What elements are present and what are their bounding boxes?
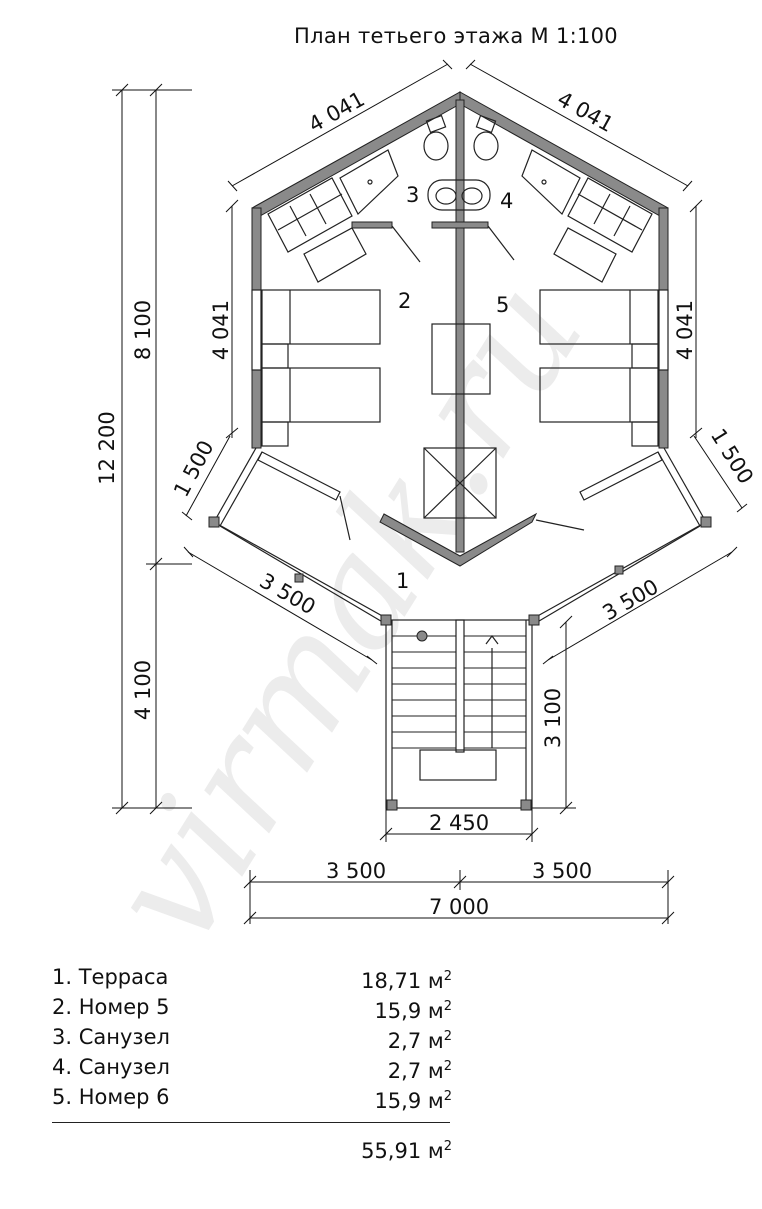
dim-terrace-right: 3 500 (598, 575, 662, 626)
legend-row: 3. Санузел 2,7 м2 (52, 1022, 452, 1053)
dim-upper-height: 8 100 (131, 300, 155, 360)
shower-drain-right (541, 179, 547, 185)
toilet-right (473, 131, 499, 161)
legend-row: 1. Терраса 18,71 м2 (52, 962, 452, 993)
room-label-4: 4 (500, 189, 513, 213)
railing-left-chamfer (213, 447, 257, 523)
plan-title: План тетьего этажа М 1:100 (294, 24, 618, 48)
terrace-door-left (257, 451, 341, 501)
door-room-2 (391, 225, 421, 263)
sink (427, 179, 491, 211)
dim-total-width: 7 000 (429, 895, 489, 919)
shower-left (339, 149, 399, 215)
dim-lower-height: 4 100 (131, 660, 155, 720)
dim-stair-depth: 3 100 (541, 688, 565, 748)
legend-row: 2. Номер 5 15,9 м2 (52, 992, 452, 1023)
legend-name: 1. Терраса (52, 965, 169, 989)
legend-area: 2,7 м2 (387, 1059, 452, 1083)
bed-left-2 (261, 367, 381, 423)
total-area: 55,91 м2 (361, 1139, 452, 1163)
wall-chevron (379, 512, 538, 567)
bed-right-2 (539, 367, 659, 423)
dim-line-chamfer-right (693, 435, 743, 509)
wall-bath-mid (431, 221, 489, 229)
legend-area: 15,9 м2 (374, 1089, 452, 1113)
total-area-row: 55,91 м2 (52, 1132, 452, 1163)
table-left (303, 227, 367, 283)
stair-treads (392, 635, 526, 749)
toilet-left (423, 131, 449, 161)
room-label-3: 3 (406, 183, 419, 207)
dim-stair-width: 2 450 (429, 811, 489, 835)
terrace-door-right (579, 451, 663, 501)
legend-area: 2,7 м2 (387, 1029, 452, 1053)
legend-row: 5. Номер 6 15,9 м2 (52, 1082, 452, 1113)
walls (251, 91, 669, 567)
legend-row: 4. Санузел 2,7 м2 (52, 1052, 452, 1083)
shower-drain-left (367, 179, 373, 185)
dim-total-height: 12 200 (95, 411, 119, 484)
room-label-2: 2 (398, 289, 411, 313)
legend-area: 15,9 м2 (374, 999, 452, 1023)
door-room-5 (487, 225, 515, 261)
table-right (553, 227, 617, 283)
legend-name: 2. Номер 5 (52, 995, 170, 1019)
sofa-right (567, 177, 653, 253)
legend-area: 18,71 м2 (361, 969, 452, 993)
bed-right-1 (539, 289, 659, 345)
room-label-1: 1 (396, 569, 409, 593)
dim-side-right: 4 041 (673, 300, 697, 360)
dim-line-roof-right (469, 63, 689, 187)
dim-roof-left: 4 041 (304, 87, 368, 137)
wardrobe (423, 447, 497, 519)
dim-chamfer-left: 1 500 (169, 437, 218, 501)
legend-name: 4. Санузел (52, 1055, 170, 1079)
dim-half-right: 3 500 (532, 859, 592, 883)
shower-right (521, 149, 581, 215)
legend-divider (52, 1122, 450, 1123)
posts (208, 516, 712, 811)
desk (431, 323, 491, 395)
bed-left-1 (261, 289, 381, 345)
room-label-5: 5 (496, 293, 509, 317)
dim-line-chamfer-left (185, 435, 231, 517)
railing-left (213, 521, 387, 619)
sofa-left (267, 177, 353, 253)
railing-right-chamfer (663, 447, 707, 523)
dim-roof-right: 4 041 (553, 87, 617, 137)
dim-half-left: 3 500 (326, 859, 386, 883)
furniture (213, 114, 707, 809)
legend-name: 3. Санузел (52, 1025, 170, 1049)
dimension-lines (112, 59, 748, 925)
dim-line-terrace-right (547, 551, 733, 661)
wall-bath-left (351, 221, 393, 229)
wall-partition (455, 99, 465, 553)
dim-side-left: 4 041 (209, 300, 233, 360)
dim-chamfer-right: 1 500 (706, 424, 758, 488)
area-legend: 1. Терраса 18,71 м2 2. Номер 5 15,9 м2 3… (52, 962, 452, 1113)
dim-line-terrace-left (187, 551, 373, 661)
legend-name: 5. Номер 6 (52, 1085, 170, 1109)
dim-line-roof-left (231, 63, 449, 187)
